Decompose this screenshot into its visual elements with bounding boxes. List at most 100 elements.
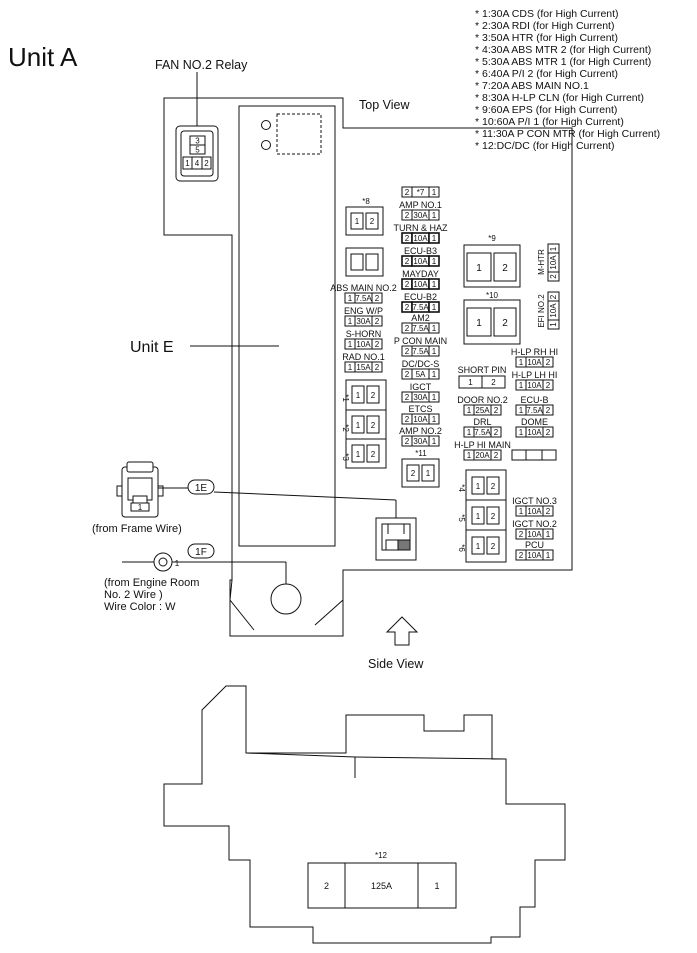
big-fuse-5-pin-left: 1 [476,512,481,521]
fuse-am2-pin-right: 1 [432,324,437,333]
fuse-efi-no2-right: 2 [549,294,558,299]
fuse-efi-no2: 2 10A 1 EFI NO.2 [537,291,560,330]
short-pin-label: SHORT PIN [458,365,507,375]
fuse-efi-no2-left: 1 [549,322,558,327]
fuse-am2-amp: 7.5A [412,324,429,333]
fuse-amp-no-2-label: AMP NO.2 [399,426,442,436]
fuse-turn-haz-amp: 10A [413,234,428,243]
fuse-eng-w-p-pin-left: 1 [348,317,353,326]
fuse-mayday-label: MAYDAY [402,269,439,279]
fan-relay-label: FAN NO.2 Relay [155,58,248,72]
big-fuse-2-pin-left: 1 [356,421,361,430]
fuse-ecu-b-label: ECU-B [520,395,548,405]
fuse-dome-pin-right: 2 [546,428,551,437]
fuse-am2-pin-left: 2 [405,324,410,333]
big-fuse-2-pin-right: 2 [371,421,376,430]
connector-1f-source-1: (from Engine Room [104,577,199,589]
fan-relay-connector[interactable]: 3 5 1 4 2 [175,72,219,182]
fuse-rad-no-1-label: RAD NO.1 [342,352,385,362]
fuse-dc-dc-s-pin-left: 2 [405,370,410,379]
big-fuse-9-pin-right: 2 [502,263,508,274]
big-fuse-6-pin-left: 1 [476,542,481,551]
big-fuse-5-pin-right: 2 [491,512,496,521]
fuse-s-horn-amp: 10A [356,340,371,349]
fan-relay-pin-4: 4 [195,159,200,168]
fuse-h-lp-rh-hi-pin-left: 1 [519,358,524,367]
fuse-igct-no-3-label: IGCT NO.3 [512,496,557,506]
big-fuse-3-tag: *3 [341,453,350,461]
fuse-igct-no-3-pin-right: 2 [546,507,551,516]
fuse-etcs-pin-left: 2 [405,415,410,424]
fuse-amp-no-2-pin-left: 2 [405,437,410,446]
connector-1e-pin: 1 [138,503,143,512]
big-fuse-1-pin-left: 1 [356,391,361,400]
note-3: * 3:50A HTR (for High Current) [475,32,618,44]
note-4: * 4:30A ABS MTR 2 (for High Current) [475,44,651,56]
fuse-igct-no-2-amp: 10A [527,530,542,539]
short-pin-right: 2 [491,378,496,387]
connector-1f-pin: 1 [175,559,180,568]
fuse-dome-amp: 10A [527,428,542,437]
fuse-dc-dc-s-label: DC/DC-S [402,359,440,369]
fuse-etcs-amp: 10A [413,415,428,424]
fuse-p-con-main-pin-left: 2 [405,347,410,356]
fan-relay-pin-2: 2 [204,159,209,168]
big-fuse-11-tag: *11 [415,449,427,458]
fuse-h-lp-hi-main-pin-right: 2 [494,451,499,460]
ground-terminal [270,583,302,615]
fuse-dc-dc-s-pin-right: 1 [432,370,437,379]
connector-1f[interactable]: 1 1F (from Engine Room No. 2 Wire ) Wire… [104,543,286,613]
big-fuse-10-pin-right: 2 [502,318,508,329]
connector-1e[interactable]: 1 1E (from Frame Wire) [92,461,397,535]
big-fuse-10-tag: *10 [486,291,499,300]
fuse-rad-no-1-amp: 15A [356,363,371,372]
note-5: * 5:30A ABS MTR 1 (for High Current) [475,56,651,68]
big-fuses: 1 2 1 2 1 2 *1 *2 *3 1 2 1 2 1 2 *4 *5 *… [341,197,521,563]
connector-1f-source-2: No. 2 Wire ) [104,589,163,601]
fan-relay-pin-1: 1 [185,159,190,168]
fuse-pcu-pin-left: 2 [519,551,524,560]
fuse-door-no-2-pin-left: 1 [467,406,472,415]
side-view-arrow-icon [385,616,419,646]
fuse-mayday-pin-left: 2 [405,280,410,289]
box-connector [375,500,417,561]
fuse-drl-pin-right: 2 [494,428,499,437]
fuse-m-htr-label: M-HTR [537,249,546,275]
fuse-ecu-b2-amp: 7.5A [412,303,429,312]
fuse-h-lp-lh-hi-pin-left: 1 [519,381,524,390]
fan-relay-pin-5: 5 [195,146,200,155]
notes-list: * 1:30A CDS (for High Current) * 2:30A R… [475,8,660,152]
fuse-h-lp-hi-main-label: H-LP HI MAIN [454,440,511,450]
fuse-pcu-pin-right: 1 [546,551,551,560]
fuse-drl-amp: 7.5A [474,428,491,437]
fuse-ecu-b3-pin-right: 1 [432,257,437,266]
short-pin: SHORT PIN 1 2 [458,365,507,389]
fuse-am2-label: AM2 [411,313,430,323]
fuse-amp-no-1-pin-right: 1 [432,211,437,220]
fuse-door-no-2-amp: 25A [475,406,490,415]
fuse-mayday-pin-right: 1 [432,280,437,289]
big-fuse-1-left [351,385,365,404]
fuse-door-no-2-label: DOOR NO.2 [457,395,508,405]
fuse-igct-pin-right: 1 [432,393,437,402]
connector-1e-source: (from Frame Wire) [92,523,182,535]
fan-relay-pin-3: 3 [195,137,200,146]
fuse-turn-haz-label: TURN & HAZ [394,223,449,233]
fuse-ecu-b2-label: ECU-B2 [404,292,437,302]
connector-1f-source-3: Wire Color : W [104,601,176,613]
fuse-igct-no-2-pin-left: 2 [519,530,524,539]
big-fuse-3-pin-left: 1 [356,450,361,459]
fuse-igct-no-3-amp: 10A [527,507,542,516]
big-fuse-4-pin-left: 1 [476,482,481,491]
